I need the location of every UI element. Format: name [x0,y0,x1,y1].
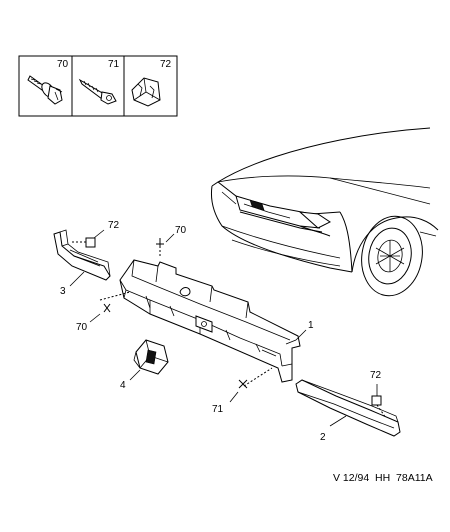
clip-72-left-marker [72,229,105,248]
callout-part-3: 3 [60,286,66,297]
fastener-70-left-marker [89,291,131,323]
callout-clip-72-left: 72 [108,220,120,231]
callout-clip-72-right: 72 [370,370,382,381]
fastener-70-top-marker [156,233,175,256]
callout-part-2: 2 [320,432,326,443]
leader-line-part-1 [295,329,307,341]
callout-fastener-70-top: 70 [175,225,187,236]
spring-clip-icon [131,77,161,107]
right-trim-strip [295,379,401,437]
leader-line-part-2 [329,415,347,427]
legend-number-70: 70 [57,59,69,70]
legend-number-72: 72 [160,59,172,70]
bolt-with-washer-icon [27,75,63,105]
vehicle-front-outline [211,127,439,297]
callout-fastener-70-left: 70 [76,322,88,333]
self-tapping-screw-icon [78,78,117,105]
callout-part-4: 4 [120,380,126,391]
callout-part-1: 1 [308,320,314,331]
callout-fastener-71-bottom: 71 [212,404,224,415]
clip-72-right-marker [371,384,387,419]
legend-number-71: 71 [108,59,120,70]
fastener-legend-box: 70 71 72 [18,55,178,117]
mounting-bracket [133,339,169,375]
left-trim-strip [53,229,111,281]
drawing-reference: V 12/94 HH 78A11A [333,472,433,484]
leader-line-part-4 [129,369,141,381]
leader-line-part-3 [69,271,85,287]
bumper-reinforcement-beam [119,259,301,383]
fastener-71-bottom-marker [229,367,273,403]
